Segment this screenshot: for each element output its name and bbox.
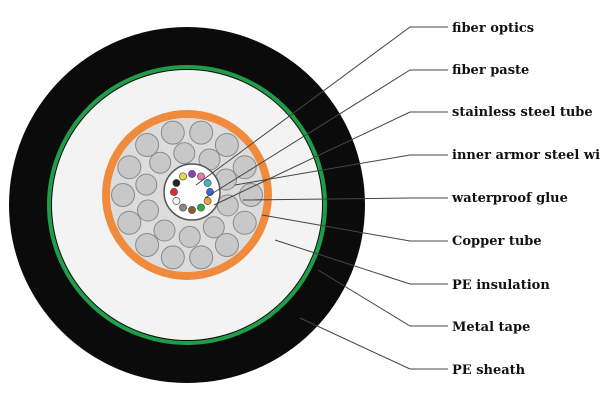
armor-steel-wire <box>160 120 185 145</box>
armor-steel-wire <box>135 173 158 196</box>
optical-fiber <box>197 172 205 181</box>
optical-fiber <box>172 179 181 187</box>
armor-steel-wire <box>137 199 159 222</box>
armor-steel-wire <box>135 133 160 157</box>
optical-fiber <box>188 206 196 214</box>
leader-line-fiber-optics <box>195 26 448 186</box>
label-pe-insulation: PE insulation <box>452 278 550 293</box>
label-metal-tape: Metal tape <box>452 320 530 335</box>
armor-steel-wire <box>189 120 214 145</box>
leader-line-metal-tape <box>317 269 448 327</box>
optical-fiber <box>179 203 187 212</box>
label-inner-armor-steel-wire: inner armor steel wi <box>452 148 600 163</box>
optical-fiber <box>197 203 205 212</box>
armor-steel-wire <box>189 245 214 270</box>
leader-line-inner-armor-steel-wire <box>234 154 448 186</box>
armor-steel-wire <box>178 225 201 248</box>
armor-steel-wire <box>160 245 185 270</box>
label-waterproof-glue: waterproof glue <box>451 191 568 206</box>
leader-lines <box>195 26 448 370</box>
leader-line-fiber-paste <box>204 69 448 199</box>
armor-steel-wire <box>111 183 135 207</box>
leader-line-pe-insulation <box>274 239 448 285</box>
cable-cross-section <box>9 27 365 383</box>
optical-fiber <box>203 197 212 205</box>
armor-steel-wire <box>153 219 176 242</box>
label-pe-sheath: PE sheath <box>452 363 526 378</box>
armor-steel-wire <box>232 210 257 235</box>
metal-tape-layer <box>47 65 327 345</box>
inner-armor-steel-wires <box>111 120 263 270</box>
optical-fiber <box>172 197 181 205</box>
leader-line-stainless-steel-tube <box>213 111 448 206</box>
armor-steel-wire <box>173 142 196 165</box>
armor-steel-wire <box>239 183 263 207</box>
leader-line-pe-sheath <box>299 317 448 370</box>
armor-steel-wire <box>149 151 172 174</box>
label-stainless-steel-tube: stainless steel tube <box>452 105 593 120</box>
optical-fiber <box>179 172 187 181</box>
armor-steel-wire <box>214 233 239 257</box>
leader-line-copper-tube <box>261 214 448 242</box>
callout-labels: fiber optics fiber paste stainless steel t… <box>451 21 600 378</box>
label-fiber-optics: fiber optics <box>452 21 534 36</box>
optical-fiber <box>170 188 178 196</box>
armor-steel-wire <box>117 155 142 180</box>
label-fiber-paste: fiber paste <box>452 63 529 78</box>
copper-tube-layer <box>102 110 272 280</box>
armor-steel-wire <box>135 233 160 257</box>
label-copper-tube: Copper tube <box>452 234 542 249</box>
optical-fiber <box>203 179 212 187</box>
armor-steel-wire <box>117 210 142 235</box>
armor-steel-wire <box>202 216 225 239</box>
armor-steel-wire <box>214 133 239 157</box>
leader-line-waterproof-glue <box>242 197 448 201</box>
optical-fiber <box>188 170 196 178</box>
armor-steel-wire <box>232 155 257 180</box>
